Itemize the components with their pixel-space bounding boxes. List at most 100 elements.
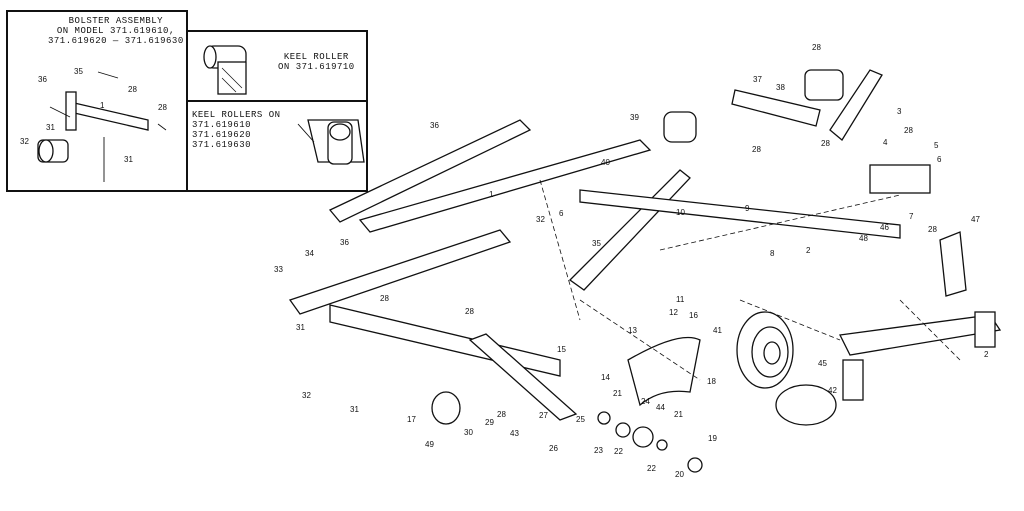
callout-21-a: 21 [613, 389, 622, 398]
callout-33: 33 [274, 265, 283, 274]
callout-31-b: 31 [350, 405, 359, 414]
cross-beam [579, 189, 901, 239]
inset-callout-32: 32 [20, 137, 29, 146]
callout-42: 42 [828, 386, 837, 395]
callout-28-a: 28 [752, 145, 761, 154]
bolster-inset-title: BOLSTER ASSEMBLY ON MODEL 371.619610, 37… [48, 16, 184, 46]
inset-callout-31b: 31 [124, 155, 133, 164]
keel-roller-label: KEEL ROLLER ON 371.619710 [278, 52, 355, 72]
callout-28-g: 28 [497, 410, 506, 419]
callout-28-f: 28 [465, 307, 474, 316]
callout-24: 24 [641, 397, 650, 406]
callout-10: 10 [676, 208, 685, 217]
front-cross-rail [288, 229, 512, 315]
callout-17: 17 [407, 415, 416, 424]
callout-30: 30 [464, 428, 473, 437]
callout-40: 40 [601, 158, 610, 167]
callout-8: 8 [770, 249, 775, 258]
callout-28-c: 28 [904, 126, 913, 135]
keel-roller-drawing [203, 45, 247, 95]
callout-35: 35 [592, 239, 601, 248]
winch-bracket [731, 89, 821, 127]
inset-callout-36: 36 [38, 75, 47, 84]
bolster-bracket [65, 91, 77, 131]
callout-48: 48 [859, 234, 868, 243]
callout-6-a: 6 [937, 155, 942, 164]
tube-end [842, 359, 864, 401]
winch [804, 69, 844, 101]
callout-26: 26 [549, 444, 558, 453]
callout-4: 4 [883, 138, 888, 147]
callout-7: 7 [909, 212, 914, 221]
keel-bunk [328, 119, 532, 223]
callout-5: 5 [934, 141, 939, 150]
callout-29: 29 [485, 418, 494, 427]
callout-39: 39 [630, 113, 639, 122]
callout-2-b: 2 [984, 350, 989, 359]
callout-28-top: 28 [812, 43, 821, 52]
inset-callout-1: 1 [100, 101, 105, 110]
bolster-inset: BOLSTER ASSEMBLY ON MODEL 371.619610, 37… [6, 10, 188, 192]
callout-28-d: 28 [928, 225, 937, 234]
callout-11: 11 [676, 295, 685, 304]
callout-27: 27 [539, 411, 548, 420]
callout-36-b: 36 [340, 238, 349, 247]
callout-28-b: 28 [821, 139, 830, 148]
callout-20: 20 [675, 470, 684, 479]
callout-49: 49 [425, 440, 434, 449]
callout-32: 32 [536, 215, 545, 224]
callout-13: 13 [628, 326, 637, 335]
bearing-cover [431, 391, 461, 425]
upper-bunk-rail [358, 139, 652, 233]
tube-end-2 [974, 311, 996, 348]
callout-31-a: 31 [296, 323, 305, 332]
callout-6-b: 6 [559, 209, 564, 218]
callout-15: 15 [557, 345, 566, 354]
keel-roller-39 [663, 111, 697, 143]
callout-21-b: 21 [674, 410, 683, 419]
callout-37: 37 [753, 75, 762, 84]
callout-36: 36 [430, 121, 439, 130]
callout-38: 38 [776, 83, 785, 92]
inset-callout-35: 35 [74, 67, 83, 76]
callout-45: 45 [818, 359, 827, 368]
callout-19: 19 [708, 434, 717, 443]
callout-12: 12 [669, 308, 678, 317]
hubcap [775, 384, 837, 426]
callout-23: 23 [594, 446, 603, 455]
keel-rollers-drawing [297, 119, 365, 165]
inset-callout-31a: 31 [46, 123, 55, 132]
callout-28-e: 28 [380, 294, 389, 303]
rear-cross-tube [839, 314, 1002, 356]
keel-rollers-inset: KEEL ROLLERS ON 371.619610 371.619620 37… [186, 100, 368, 192]
callout-43: 43 [510, 429, 519, 438]
callout-14: 14 [601, 373, 610, 382]
callout-18: 18 [707, 377, 716, 386]
callout-44: 44 [656, 403, 665, 412]
bolster-inset-drawing: 35 36 28 28 1 31 32 31 [20, 67, 167, 182]
winch-post [829, 69, 883, 141]
callout-47: 47 [971, 215, 980, 224]
fender [627, 336, 701, 407]
callout-46: 46 [880, 223, 889, 232]
callout-9: 9 [745, 204, 750, 213]
callout-25: 25 [576, 415, 585, 424]
callout-22-b: 22 [647, 464, 656, 473]
callout-22-a: 22 [614, 447, 623, 456]
inset-callout-28a: 28 [128, 85, 137, 94]
keel-rollers-label: KEEL ROLLERS ON 371.619610 371.619620 37… [192, 110, 281, 150]
light-bracket [869, 164, 931, 194]
jack [939, 231, 967, 297]
axle-rail [468, 333, 578, 421]
callout-34: 34 [305, 249, 314, 258]
callout-1: 1 [489, 190, 494, 199]
callout-32-b: 32 [302, 391, 311, 400]
callout-16: 16 [689, 311, 698, 320]
inset-callout-28b: 28 [158, 103, 167, 112]
keel-roller-inset: KEEL ROLLER ON 371.619710 [186, 30, 368, 104]
callout-2-a: 2 [806, 246, 811, 255]
callout-41: 41 [713, 326, 722, 335]
